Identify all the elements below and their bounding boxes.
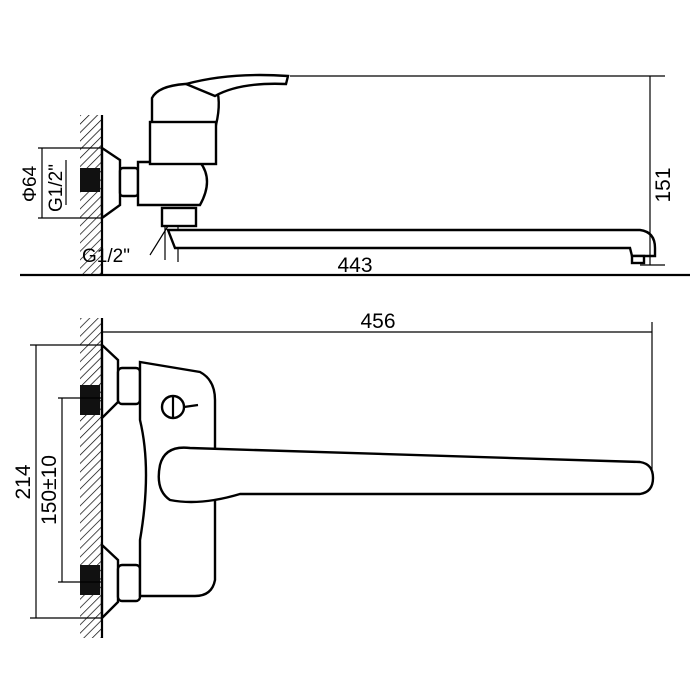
faucet-body: [136, 160, 209, 207]
top-view: 456 214 150±10: [12, 310, 655, 638]
wall-pipe-lower: [80, 565, 100, 595]
thread-side-label: G1/2": [46, 164, 67, 212]
mounting-cone: [100, 145, 122, 221]
diameter-label: Φ64: [20, 165, 41, 202]
aerator: [630, 254, 646, 265]
overall-length-label: 456: [360, 310, 395, 333]
wall-pipe-top: [80, 168, 100, 192]
lever-handle: [182, 73, 290, 98]
spout-length-label: 443: [337, 254, 372, 277]
upper-nut: [116, 366, 142, 406]
height-label: 151: [652, 167, 675, 202]
lower-cone: [100, 542, 120, 621]
upper-cone: [100, 342, 120, 421]
thread-bottom-label: G1/2": [82, 246, 130, 267]
cartridge-housing: [148, 120, 218, 166]
spout: [166, 228, 657, 258]
diverter-knob: [160, 206, 198, 228]
centre-distance-label: 150±10: [38, 455, 61, 525]
lower-nut: [116, 563, 142, 603]
wall-pipe-upper: [80, 385, 100, 415]
side-view: 151 Φ64 G1/2" G1/2" 443: [20, 73, 690, 277]
wall-hatch-top: [80, 115, 102, 275]
spout-plan: [157, 446, 655, 504]
connector-nut: [118, 166, 140, 198]
overall-width-label: 214: [12, 464, 35, 499]
